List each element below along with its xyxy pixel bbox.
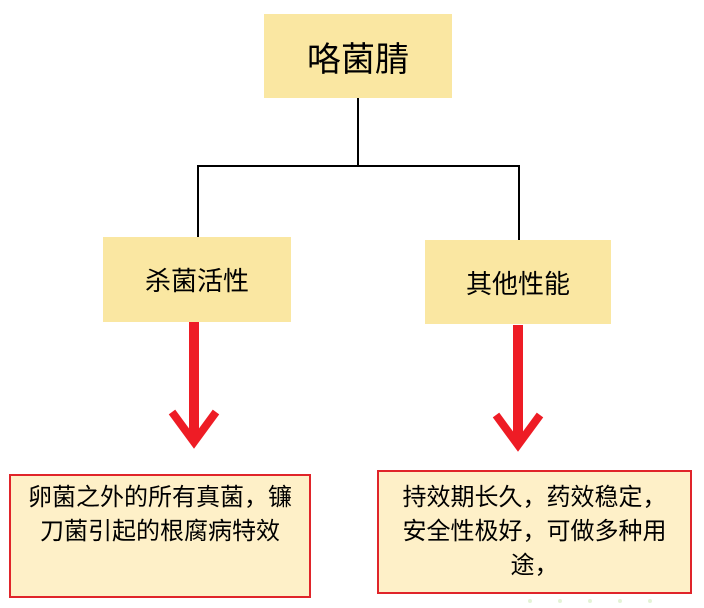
- connector-root-down: [357, 98, 359, 166]
- connector-right-down: [518, 165, 520, 240]
- root-label: 咯菌腈: [307, 39, 409, 80]
- branch-node-antifungal: 杀菌活性: [103, 237, 291, 322]
- down-arrow-left: [168, 322, 220, 449]
- branch-label-antifungal: 杀菌活性: [144, 267, 249, 297]
- detail-box-other: 持效期长久，药效稳定，安全性极好，可做多种用途，: [377, 470, 692, 594]
- detail-text-antifungal: 卵菌之外的所有真菌，镰刀菌引起的根腐病特效: [28, 483, 292, 545]
- down-arrow-right: [492, 325, 544, 452]
- branch-node-other: 其他性能: [425, 240, 611, 324]
- root-node: 咯菌腈: [264, 14, 452, 98]
- connector-left-down: [197, 165, 199, 237]
- detail-text-other: 持效期长久，药效稳定，安全性极好，可做多种用途，: [402, 483, 667, 579]
- connector-horizontal: [197, 165, 520, 167]
- detail-box-antifungal: 卵菌之外的所有真菌，镰刀菌引起的根腐病特效: [9, 474, 311, 598]
- background-decoration: [528, 599, 652, 603]
- branch-label-other: 其他性能: [465, 269, 570, 300]
